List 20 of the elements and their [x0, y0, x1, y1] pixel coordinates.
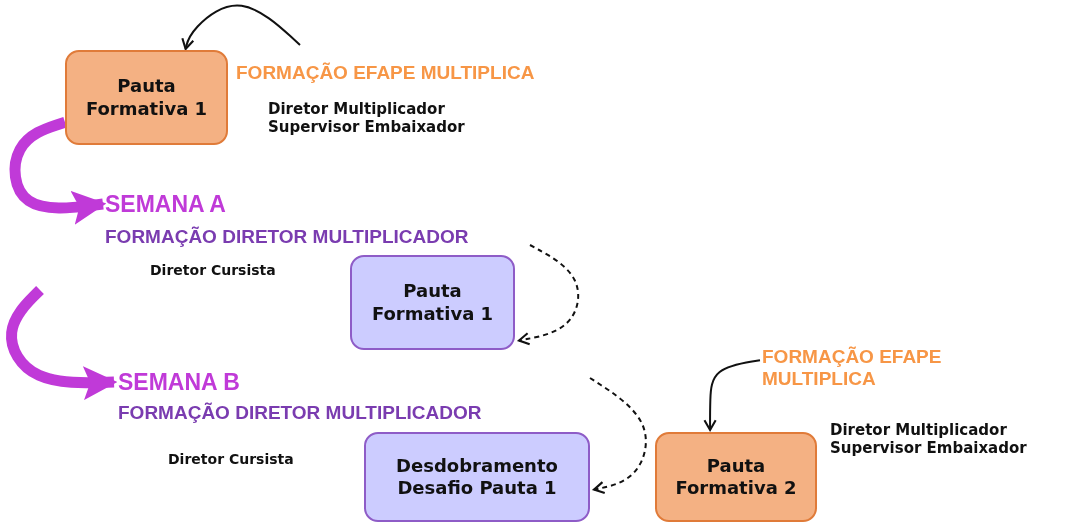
- process-box: Pauta Formativa 1: [65, 50, 228, 145]
- role-text: Diretor Multiplicador Supervisor Embaixador: [830, 421, 1028, 457]
- role-text: Diretor Multiplicador Supervisor Embaixador: [268, 100, 466, 136]
- curved-arrow: [9, 116, 107, 225]
- role-text: Diretor Cursista: [168, 451, 295, 468]
- role-text: Diretor Cursista: [150, 262, 277, 279]
- heading-text: SEMANA B: [118, 366, 298, 398]
- heading: FORMAÇÃO EFAPE MULTIPLICA: [236, 62, 536, 85]
- arrow: [181, 4, 301, 51]
- curved-arrow: [6, 286, 118, 401]
- heading-text: SEMANA A: [105, 188, 285, 220]
- process-box: Desdobramento Desafio Pauta 1: [364, 432, 590, 522]
- dashed-arrow: [589, 377, 647, 495]
- arrow: [703, 359, 761, 432]
- heading: FORMAÇÃO DIRETOR MULTIPLICADOR: [105, 226, 470, 249]
- process-box: Pauta Formativa 1: [350, 255, 515, 350]
- heading-text: FORMAÇÃO EFAPE MULTIPLICA: [762, 342, 967, 394]
- process-box: Pauta Formativa 2: [655, 432, 817, 522]
- dashed-arrow: [517, 244, 580, 346]
- heading: FORMAÇÃO DIRETOR MULTIPLICADOR: [118, 402, 483, 425]
